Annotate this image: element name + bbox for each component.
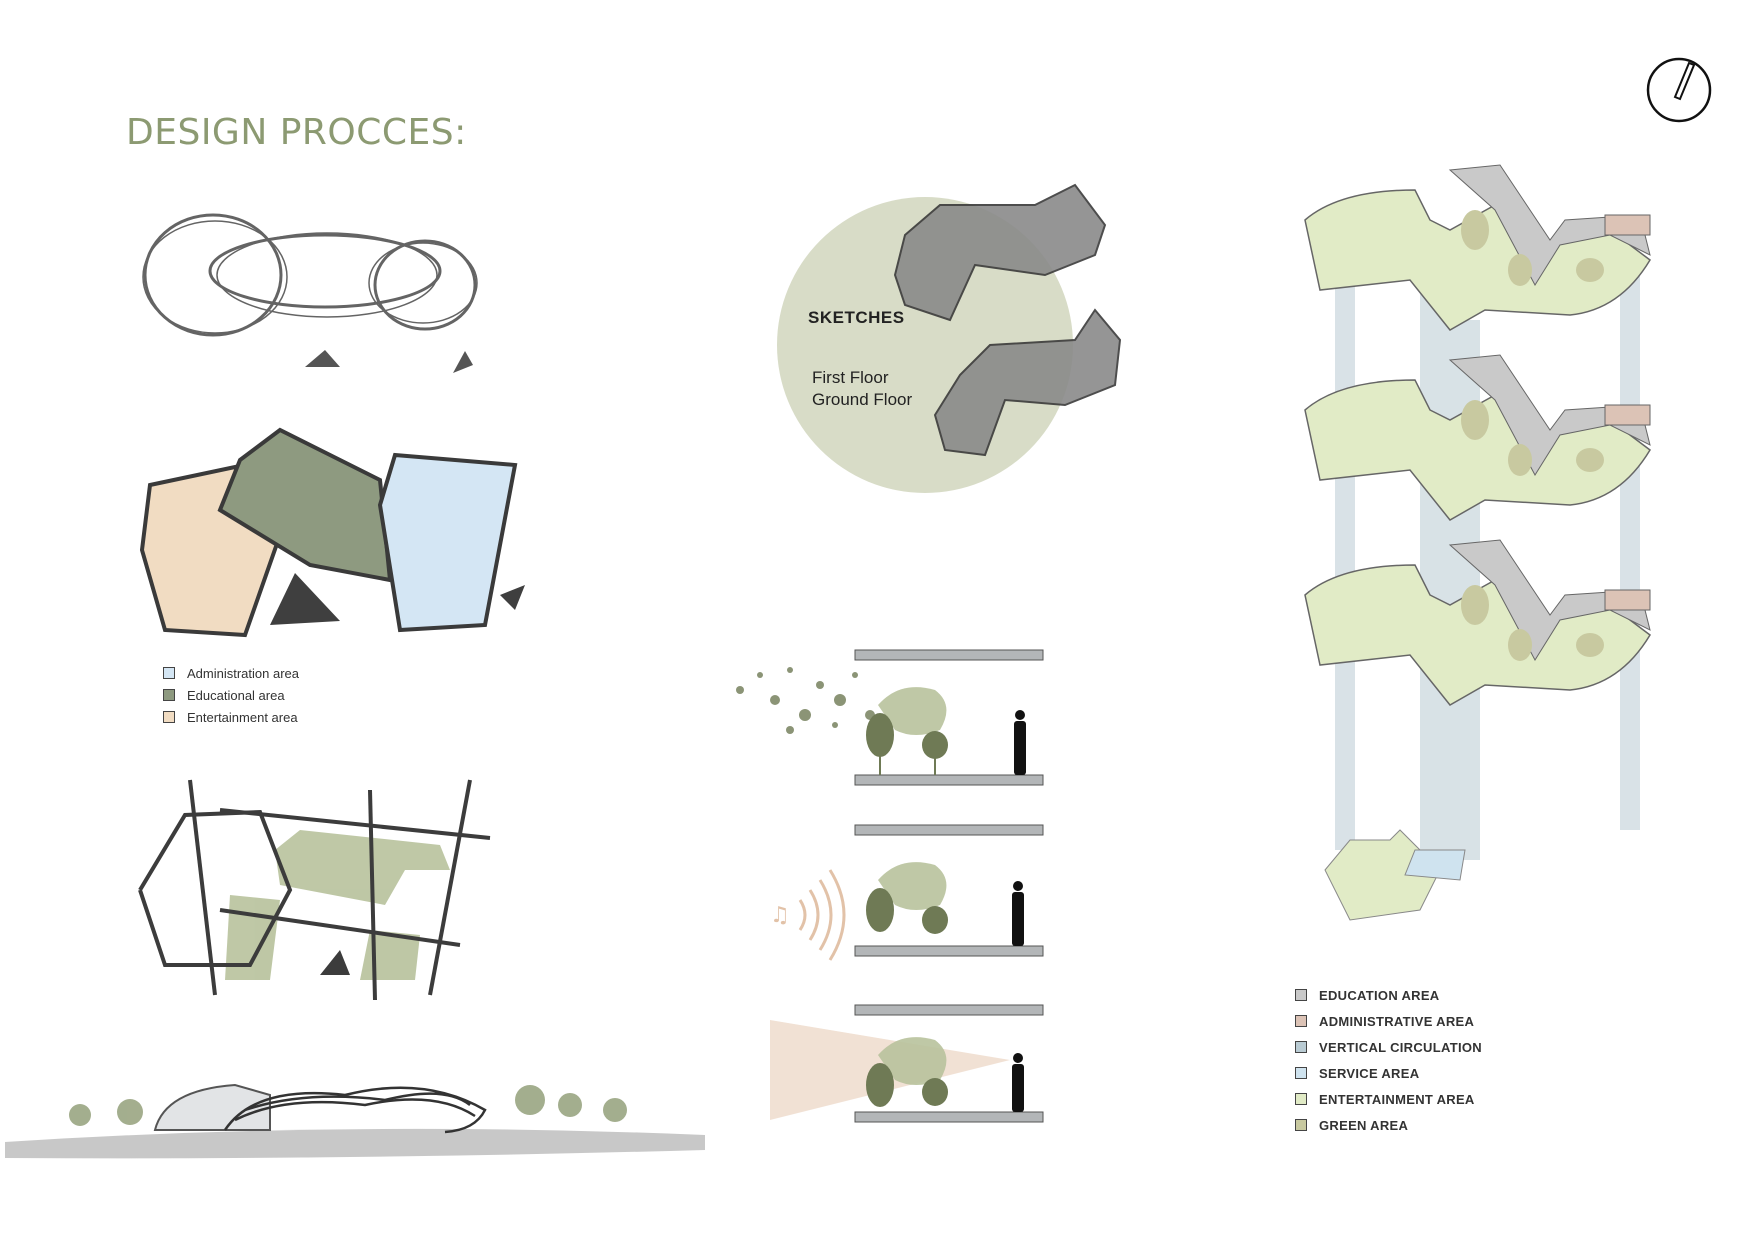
legend-swatch (1295, 1067, 1307, 1079)
zoning-legend: Administration area Educational area Ent… (163, 662, 299, 728)
zoning-sketch (139, 427, 525, 638)
legend-swatch (1295, 1093, 1307, 1105)
legend-item-green: GREEN AREA (1295, 1112, 1482, 1138)
legend-label: Entertainment area (187, 709, 298, 725)
legend-item-vertical-circulation: VERTICAL CIRCULATION (1295, 1034, 1482, 1060)
air-filtering-section (736, 649, 1044, 786)
person-silhouette (1012, 881, 1024, 946)
legend-item-administration: Administration area (163, 662, 299, 684)
massing-grid-sketch (138, 779, 491, 1001)
view-framing-section (770, 1004, 1044, 1123)
svg-text:♫: ♫ (770, 903, 790, 928)
exploded-axonometric (1304, 164, 1651, 921)
legend-label: VERTICAL CIRCULATION (1319, 1039, 1482, 1055)
person-silhouette (1014, 710, 1026, 775)
first-floor-label: First Floor (812, 368, 889, 387)
legend-swatch (163, 689, 175, 701)
legend-label: SERVICE AREA (1319, 1065, 1420, 1081)
legend-label: GREEN AREA (1319, 1117, 1409, 1133)
sound-buffer-section: ♫ (770, 824, 1044, 961)
concept-loop-sketch (142, 213, 478, 373)
axonometric-legend: EDUCATION AREA ADMINISTRATIVE AREA VERTI… (1295, 982, 1482, 1138)
legend-label: Educational area (187, 687, 285, 703)
legend-label: ENTERTAINMENT AREA (1319, 1091, 1475, 1107)
floor-plan-sketch-circle (777, 183, 1122, 493)
legend-label: ADMINISTRATIVE AREA (1319, 1013, 1475, 1029)
compass-logo-icon (1646, 57, 1712, 123)
legend-item-entertainment: Entertainment area (163, 706, 299, 728)
legend-item-educational: Educational area (163, 684, 299, 706)
legend-label: EDUCATION AREA (1319, 987, 1440, 1003)
person-silhouette (1012, 1053, 1024, 1112)
floor-plate (1304, 164, 1651, 331)
sound-waves (798, 869, 846, 961)
legend-swatch (1295, 989, 1307, 1001)
legend-item-service: SERVICE AREA (1295, 1060, 1482, 1086)
page-title: DESIGN PROCCES: (126, 112, 467, 153)
legend-swatch (1295, 1119, 1307, 1131)
legend-item-education: EDUCATION AREA (1295, 982, 1482, 1008)
ground-floor-label: Ground Floor (812, 390, 913, 409)
legend-swatch (163, 711, 175, 723)
legend-item-administrative: ADMINISTRATIVE AREA (1295, 1008, 1482, 1034)
legend-item-entertainment: ENTERTAINMENT AREA (1295, 1086, 1482, 1112)
legend-swatch (1295, 1041, 1307, 1053)
perspective-sketch (5, 1083, 705, 1159)
air-particles (736, 667, 875, 734)
legend-label: Administration area (187, 665, 299, 681)
sketches-heading: SKETCHES (808, 308, 905, 327)
legend-swatch (1295, 1015, 1307, 1027)
legend-swatch (163, 667, 175, 679)
